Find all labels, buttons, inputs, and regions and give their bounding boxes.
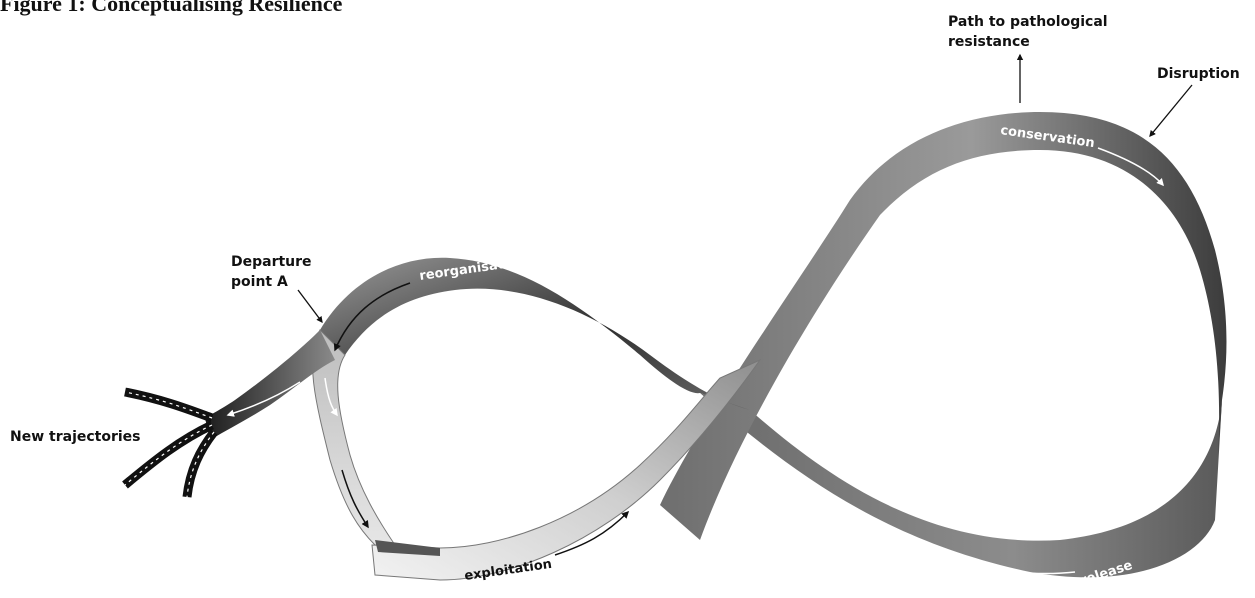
path-to-pathological-label: Path to pathological <box>948 14 1108 30</box>
release-band <box>700 393 1222 577</box>
pathological-resistance-label: resistance <box>948 34 1030 50</box>
disruption-arrow <box>1150 85 1192 136</box>
reorganisation-band <box>320 258 750 410</box>
new-trajectories-label: New trajectories <box>10 429 141 445</box>
conservation-band <box>660 112 1226 540</box>
disruption-label: Disruption <box>1157 66 1240 82</box>
departure-label: Departure <box>231 254 312 270</box>
departure-arrow <box>298 290 322 322</box>
departure-point-label: point A <box>231 274 288 290</box>
